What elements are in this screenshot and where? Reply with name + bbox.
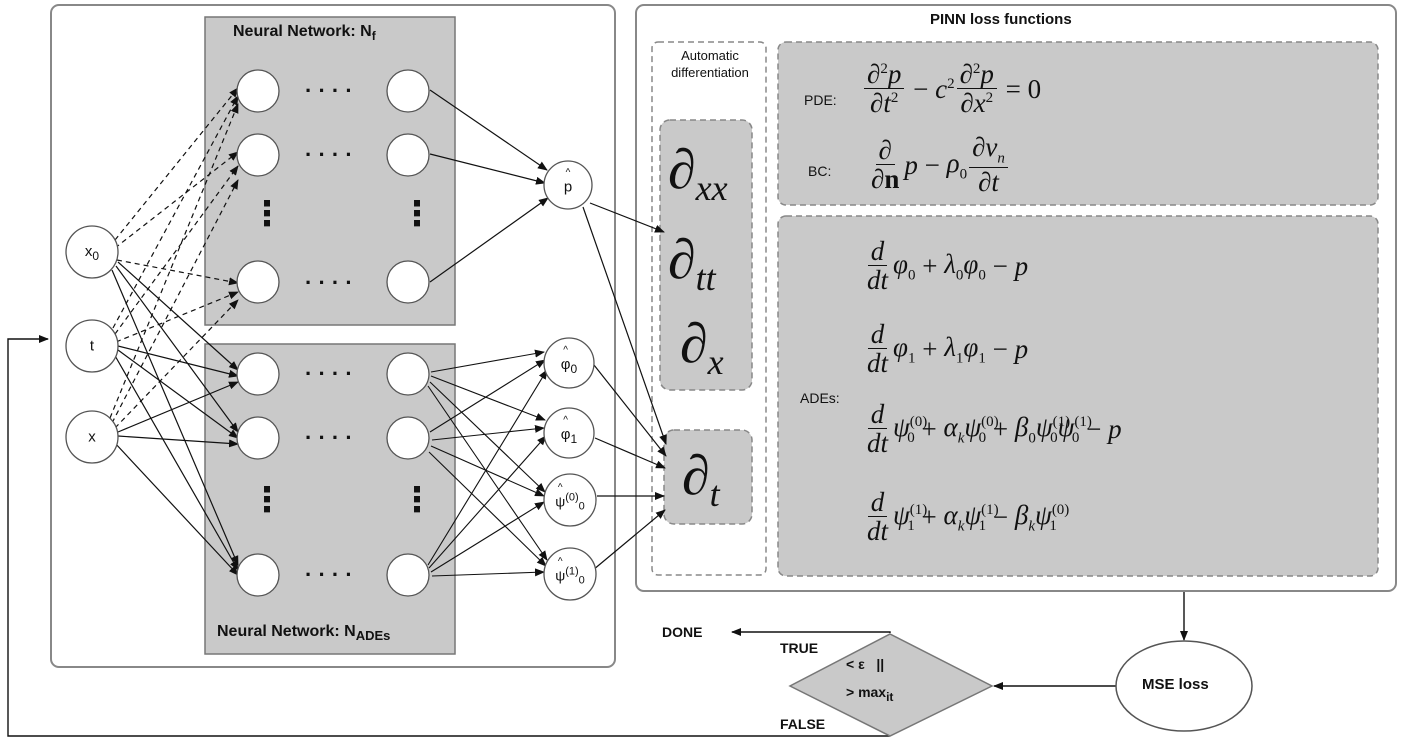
nades-hidden [386,553,430,597]
ades-label: ADEs: [800,390,840,406]
output-psi1-label: ψ(1)0 [555,565,585,586]
pde-equation: ∂2p∂t2 − c2 ∂2p∂x2 = 0 [862,60,1041,119]
bc-label: BC: [808,163,832,179]
node-t [65,319,119,373]
nf-vdots-left: ⋮ [250,195,284,233]
flow-edges [7,335,1188,737]
bc-equation: ∂∂n p − ρ0 ∂vn∂t [866,133,1010,198]
mse-loss-label: MSE loss [1142,676,1209,693]
nf-to-p-edges [429,89,549,283]
ades-box [777,215,1379,577]
nades-title: Neural Network: NADEs [217,623,391,644]
nades-dots-1: · · · · [305,361,353,386]
output-psi0-label: ψ(0)0 [555,491,585,512]
decision-line-1: < ε || [846,656,885,672]
nf-title: Neural Network: Nf [233,23,376,44]
nades-hidden [386,416,430,460]
mse-loss-node [1115,640,1253,732]
input-to-nf-edges [109,87,239,429]
true-label: TRUE [780,640,819,656]
output-p-label: p [564,179,572,196]
input-x-label: x [88,428,96,446]
autodiff-box [651,41,767,576]
op-dx: ∂x [680,313,724,382]
nades-vdots-right: ⋮ [400,481,434,519]
autodiff-title: Automatic differentiation [671,48,749,80]
op-dxx: ∂xx [668,139,728,208]
nf-hidden [386,260,430,304]
input-t-label: t [89,337,95,355]
nades-dots-2: · · · · [305,425,353,450]
autodiff-ops-box [659,119,753,391]
network-panel [50,4,616,668]
input-to-nades-edges [111,261,239,576]
output-to-autodiff-edges [582,202,667,571]
nades-hidden [236,352,280,396]
nf-hidden [386,69,430,113]
decision-diamond [788,633,994,737]
nf-dots-2: · · · · [305,142,353,167]
nf-hidden [236,133,280,177]
nf-dots-3: · · · · [305,270,353,295]
done-label: DONE [662,624,703,640]
nades-hidden [236,416,280,460]
autodiff-dt-box [663,429,753,525]
nf-hidden [236,260,280,304]
nf-hidden [386,133,430,177]
node-x [65,410,119,464]
nades-to-output-edges [427,349,548,577]
pinn-title: PINN loss functions [930,11,1072,28]
nades-dots-3: · · · · [305,562,353,587]
op-dtt: ∂tt [668,229,716,298]
output-phi1-label: φ1 [561,426,577,446]
output-phi0-label: φ0 [561,356,577,376]
false-label: FALSE [780,716,826,732]
input-x0-label: x0 [84,243,100,263]
node-x0 [65,225,119,279]
decision-line-2: > maxit [846,684,894,704]
nf-vdots-right: ⋮ [400,195,434,233]
nades-hidden [236,553,280,597]
nf-hidden [236,69,280,113]
nf-dots-1: · · · · [305,78,353,103]
op-dt: ∂t [682,445,720,514]
nades-hidden [386,352,430,396]
nades-box [204,343,456,655]
pde-label: PDE: [804,92,837,108]
pde-bc-box [777,41,1379,206]
nades-vdots-left: ⋮ [250,481,284,519]
